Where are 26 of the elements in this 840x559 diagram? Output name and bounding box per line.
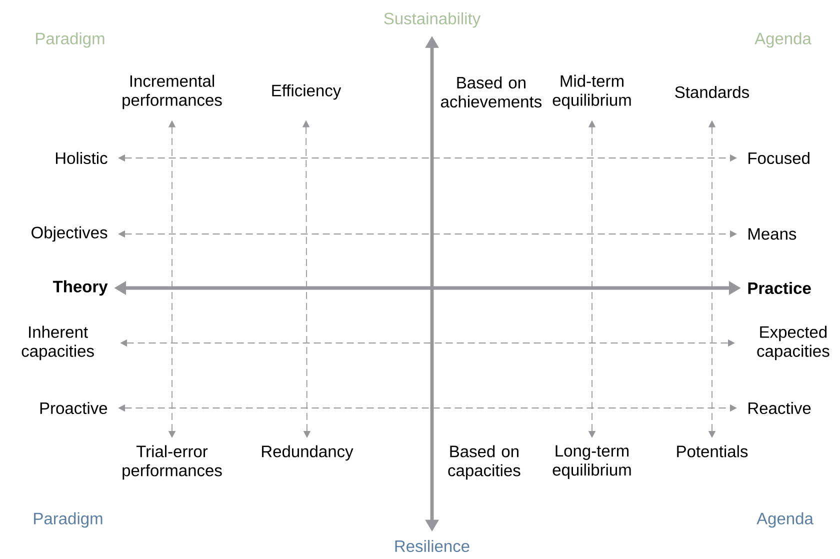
- term-label: Long-term equilibrium: [552, 445, 631, 479]
- axis-label: Resilience: [395, 540, 470, 552]
- term-label: Mid-term equilibrium: [552, 74, 631, 110]
- term-label: Based on capacities: [448, 445, 520, 480]
- term-label: Expected capacities: [757, 326, 830, 360]
- paradigm-label: Agenda: [754, 32, 812, 48]
- term-label: Incremental performances: [122, 74, 222, 110]
- term-label: Means: [748, 228, 796, 240]
- paradigm-label: Paradigm: [36, 32, 104, 48]
- paradigm-label: Agenda: [756, 512, 814, 528]
- term-label: Redundancy: [262, 445, 354, 461]
- term-label: Objectives: [32, 226, 108, 242]
- term-label: Proactive: [40, 402, 108, 414]
- term-label: Trial-error performances: [122, 445, 222, 480]
- term-label: Holistic: [56, 152, 108, 164]
- term-label: Focused: [748, 152, 810, 164]
- axis-label: Theory: [53, 280, 108, 296]
- term-label: Inherent capacities: [22, 326, 94, 360]
- axis-label: Sustainability: [384, 12, 481, 28]
- term-label: Based on achievements: [441, 76, 542, 108]
- axis-label: Practice: [748, 282, 811, 294]
- paradigm-label: Paradigm: [34, 512, 102, 528]
- term-label: Potentials: [677, 445, 748, 458]
- term-label: Efficiency: [272, 84, 342, 100]
- term-label: Standards: [675, 86, 749, 98]
- term-label: Reactive: [748, 402, 811, 414]
